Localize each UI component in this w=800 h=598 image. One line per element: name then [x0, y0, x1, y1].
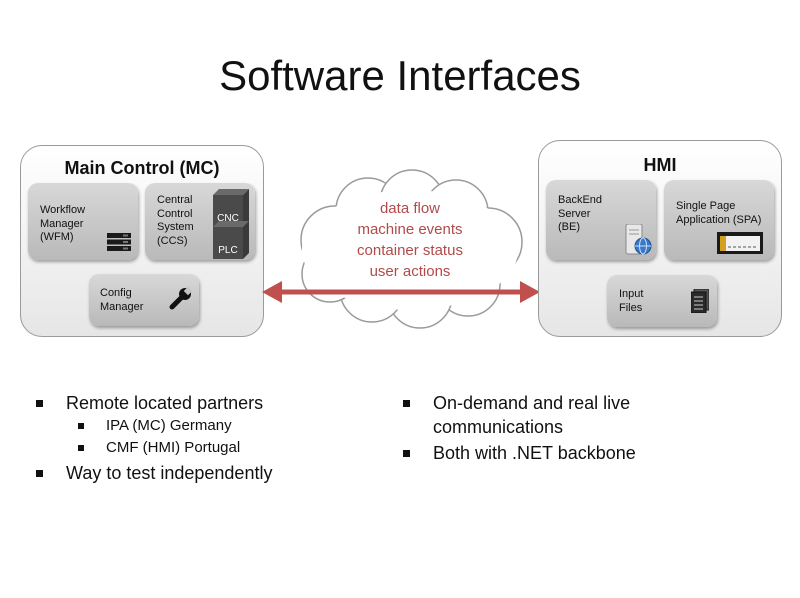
plc-label: PLC [218, 245, 238, 256]
sub-bullet-ipa: IPA (MC) Germany [36, 415, 376, 437]
web-server-icon [625, 224, 652, 255]
bullet-test-independently: Way to test independently [36, 461, 376, 485]
server-rack-icon [107, 233, 131, 251]
hmi-title: HMI [643, 155, 677, 175]
backend-server-label: BackEnd Server (BE) [558, 194, 603, 233]
cloud-line-user-actions: user actions [369, 263, 451, 280]
bullet-remote-partners: Remote located partners [36, 391, 376, 415]
main-control-title: Main Control (MC) [64, 158, 220, 178]
main-control-panel: Main Control (MC) Workflow Manager (WFM)… [20, 145, 264, 337]
cloud-text: data flow machine events container statu… [300, 198, 520, 282]
bullet-net-backbone: Both with .NET backbone [403, 441, 763, 465]
right-bullet-list: On-demand and real live communications B… [403, 391, 763, 465]
sub-bullet-cmf: CMF (HMI) Portugal [36, 437, 376, 459]
data-flow-cloud [300, 169, 523, 329]
wrench-icon [169, 286, 193, 310]
backend-server-box: BackEnd Server (BE) [546, 180, 656, 260]
left-bullet-list: Remote located partners IPA (MC) Germany… [36, 391, 376, 485]
document-icon [691, 289, 709, 313]
cnc-plc-cube-stack-icon [213, 189, 249, 259]
bullet-on-demand: On-demand and real live communications [403, 391, 763, 439]
cloud-line-container-status: container status [357, 242, 463, 259]
spa-box: Single Page Application (SPA) [664, 180, 774, 260]
hmi-panel: HMI BackEnd Server (BE) Single Page Appl… [538, 140, 782, 337]
input-files-box: Input Files [607, 275, 717, 327]
central-control-box: Central Control System (CCS) CNC PLC [145, 183, 255, 260]
spa-label: Single Page Application (SPA) [676, 200, 762, 226]
input-files-label: Input Files [619, 288, 644, 314]
cloud-line-machine-events: machine events [357, 221, 463, 238]
workflow-manager-box: Workflow Manager (WFM) [28, 183, 138, 260]
cloud-line-data-flow: data flow [379, 200, 441, 217]
config-manager-box: Config Manager [89, 274, 199, 326]
app-window-icon [717, 232, 763, 254]
workflow-manager-label: Workflow Manager (WFM) [40, 204, 86, 243]
bidirectional-arrow [262, 281, 540, 303]
central-control-label: Central Control System (CCS) [157, 194, 194, 247]
slide-title: Software Interfaces [219, 52, 581, 99]
config-manager-label: Config Manager [100, 287, 144, 313]
cnc-label: CNC [217, 213, 239, 224]
